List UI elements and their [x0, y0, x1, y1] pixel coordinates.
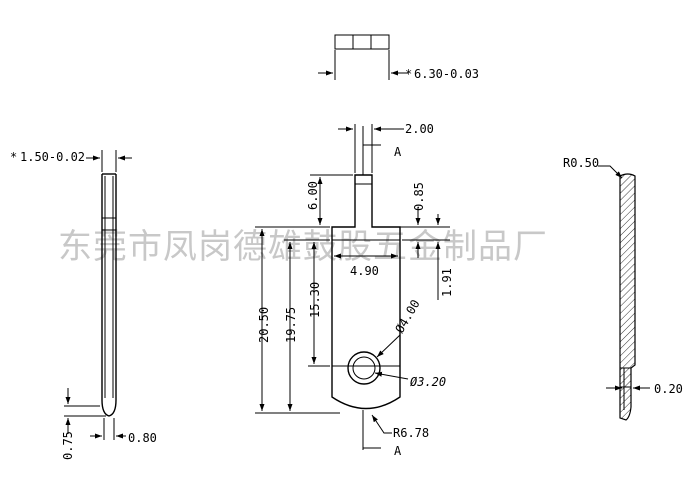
section-a-top-label: A [394, 145, 402, 159]
tab-length-label: 6.00 [306, 181, 320, 210]
side-view-left [64, 150, 132, 440]
thickness-top-label: 6.30-0.03 [414, 67, 479, 81]
hole-position-label: 15.30 [308, 282, 322, 318]
terminal-front-view [255, 124, 450, 450]
hole-inner-label: Ø3.20 [410, 375, 446, 389]
hole-outer-label: Ø4.00 [392, 297, 422, 335]
watermark-text: 东莞市凤岗德雄鼓股五金制品厂 [58, 227, 548, 267]
edge-radius-label: R0.50 [563, 156, 599, 170]
tolerance-star: * [10, 150, 17, 164]
body-length-label: 19.75 [284, 307, 298, 343]
tolerance-star: * [405, 67, 412, 81]
total-length-label: 20.50 [257, 307, 271, 343]
end-radius-label: R6.78 [393, 426, 429, 440]
tip-width-label: 0.80 [128, 431, 157, 445]
section-view-right [598, 165, 650, 421]
section-a-bottom-label: A [394, 444, 402, 458]
step-label: 1.91 [440, 268, 454, 297]
edge-step-label: 0.20 [654, 382, 683, 396]
side-thickness-label: 1.50-0.02 [20, 150, 85, 164]
top-cross-section [318, 34, 408, 80]
shoulder-label: 0.85 [412, 182, 426, 211]
neck-width-label: 4.90 [350, 264, 379, 278]
tab-width-label: 2.00 [405, 122, 434, 136]
tip-length-label: 0.75 [61, 431, 75, 460]
